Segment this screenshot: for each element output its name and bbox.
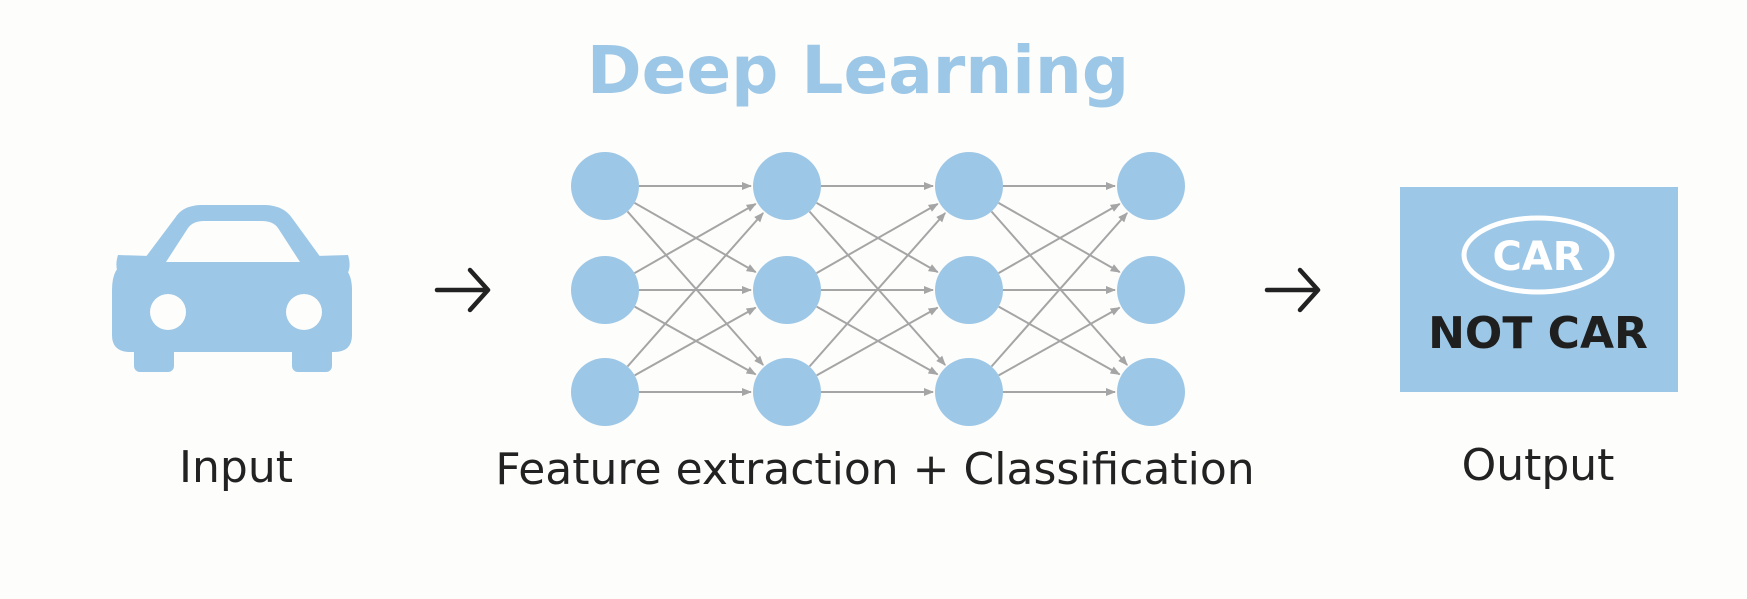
- car-icon: [112, 205, 352, 372]
- flow-arrow-network-to-output: [1264, 267, 1321, 313]
- output-option-not-car: NOT CAR: [1428, 308, 1648, 359]
- input-label: Input: [179, 442, 293, 493]
- network-edge: [634, 306, 757, 377]
- network-edge: [626, 212, 764, 368]
- network-node: [753, 256, 821, 324]
- network-node: [935, 358, 1003, 426]
- network-edge: [816, 306, 939, 377]
- network-node: [571, 256, 639, 324]
- network-nodes: [571, 152, 1185, 426]
- output-box: CAR NOT CAR: [1400, 187, 1678, 392]
- output-option-car: CAR: [1492, 234, 1583, 280]
- network-edge: [998, 306, 1121, 377]
- network-node: [753, 152, 821, 220]
- neural-network: [571, 152, 1185, 426]
- network-edge: [998, 202, 1121, 274]
- network-edge: [808, 212, 946, 368]
- network-label: Feature extraction + Classification: [495, 444, 1254, 495]
- selected-class-ellipse: [1461, 215, 1615, 295]
- network-node: [571, 358, 639, 426]
- flow-arrow-input-to-network: [434, 267, 491, 313]
- network-edge: [990, 212, 1128, 368]
- network-edges: [626, 182, 1128, 396]
- network-edge: [634, 202, 757, 274]
- network-node: [753, 358, 821, 426]
- network-node: [1117, 256, 1185, 324]
- network-edge: [816, 202, 939, 274]
- network-node: [571, 152, 639, 220]
- network-node: [935, 256, 1003, 324]
- network-node: [935, 152, 1003, 220]
- diagram-title: Deep Learning: [587, 32, 1129, 109]
- network-node: [1117, 358, 1185, 426]
- network-node: [1117, 152, 1185, 220]
- output-label: Output: [1462, 440, 1615, 491]
